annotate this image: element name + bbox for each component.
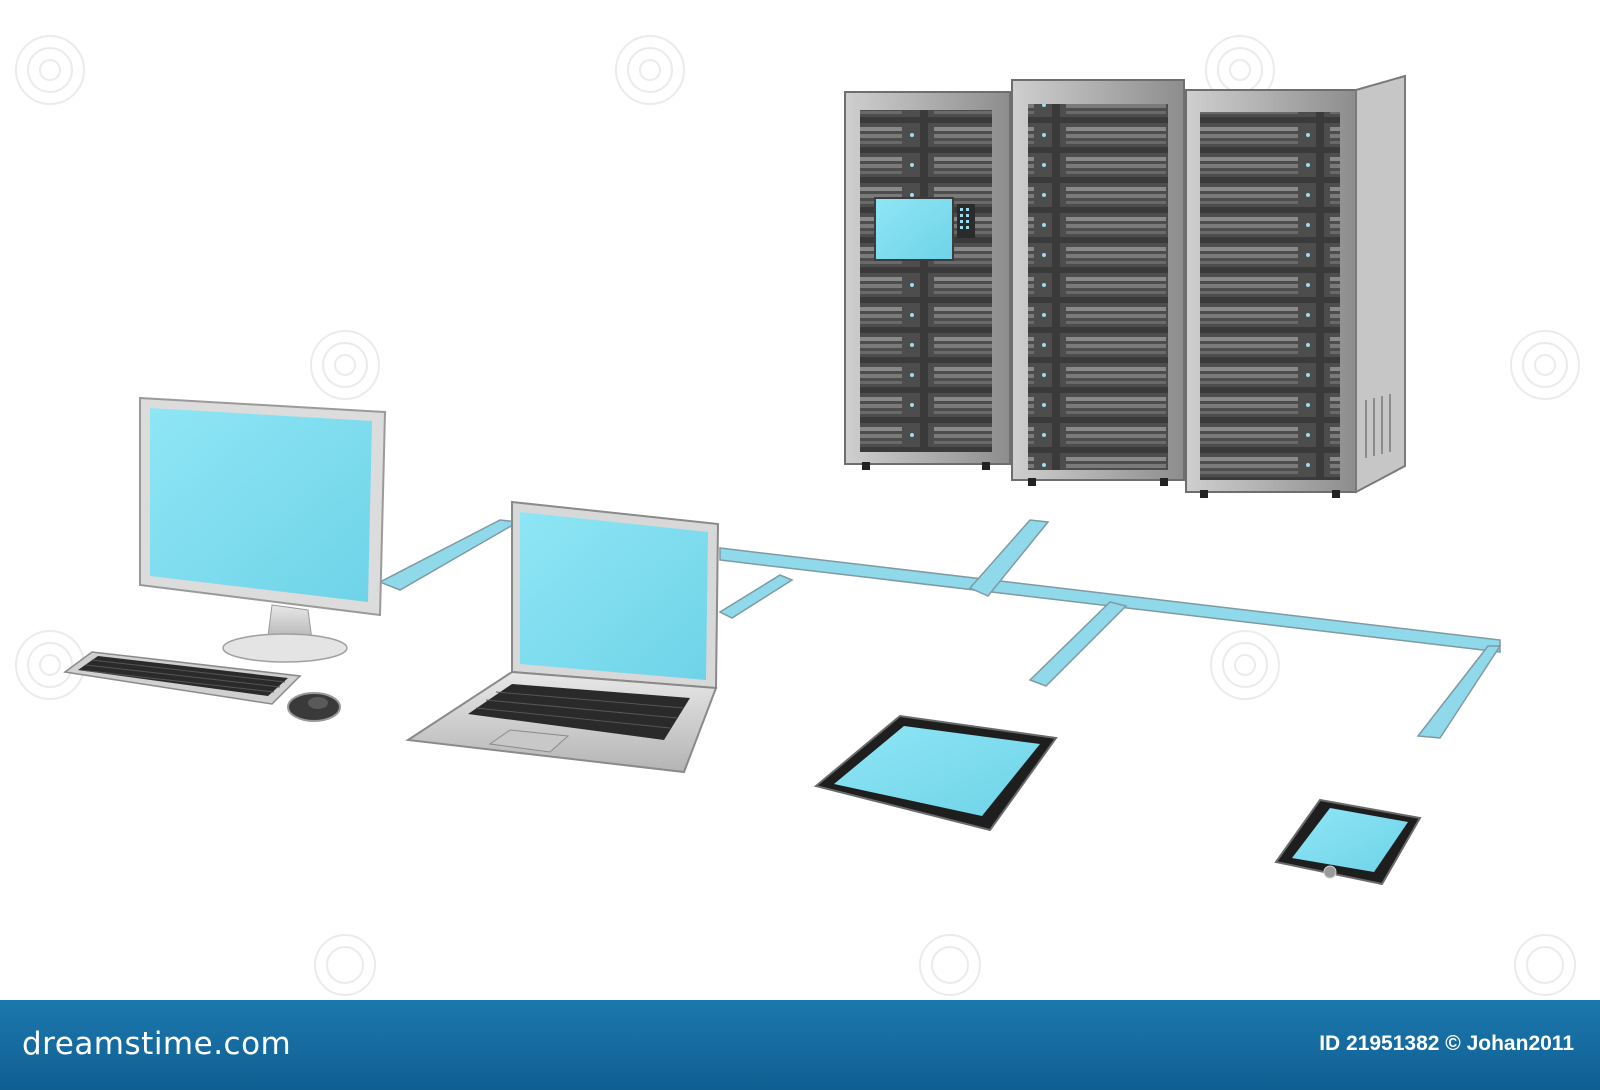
- spiral-logo-icon: [1514, 934, 1576, 996]
- spiral-logo-icon: [1510, 330, 1580, 400]
- footer-credit: ID 21951382 © Johan2011: [1319, 1032, 1574, 1055]
- spiral-logo-icon: [1210, 630, 1280, 700]
- server-rack: [1185, 74, 1406, 498]
- cable-main: [719, 547, 1501, 653]
- spiral-logo-icon: [314, 934, 376, 996]
- laptop-keyboard: [468, 684, 690, 740]
- laptop-touchpad: [488, 729, 570, 753]
- server-rack: [844, 91, 1011, 470]
- smartphone: [1274, 798, 1422, 886]
- desktop-computer: [63, 396, 387, 722]
- home-button-icon: [1323, 865, 1337, 879]
- server-rack: [1011, 79, 1185, 486]
- spiral-logo-icon: [919, 934, 981, 996]
- cable-laptop: [718, 574, 794, 619]
- footer-site-name: dreamstime.com: [22, 1026, 292, 1062]
- laptop: [405, 500, 720, 774]
- cable-server: [968, 519, 1050, 597]
- tablet-screen: [834, 726, 1040, 816]
- tablet: [813, 714, 1058, 832]
- cable-tablet-branch: [1028, 601, 1128, 687]
- network-scene: [15, 35, 1580, 996]
- laptop-screen: [520, 512, 708, 680]
- desktop-monitor-screen: [150, 408, 372, 602]
- spiral-logo-icon: [310, 330, 380, 400]
- rack-display-screen: [874, 197, 954, 261]
- spiral-logo-icon: [615, 35, 685, 105]
- footer-bar: dreamstime.com ID 21951382 © Johan2011: [0, 1000, 1600, 1090]
- server-racks: [844, 74, 1406, 498]
- smartphone-screen: [1292, 808, 1408, 872]
- network-cables: [378, 519, 1502, 739]
- cable-phone-branch: [1416, 645, 1502, 739]
- cable-desktop: [378, 519, 521, 591]
- spiral-logo-icon: [15, 35, 85, 105]
